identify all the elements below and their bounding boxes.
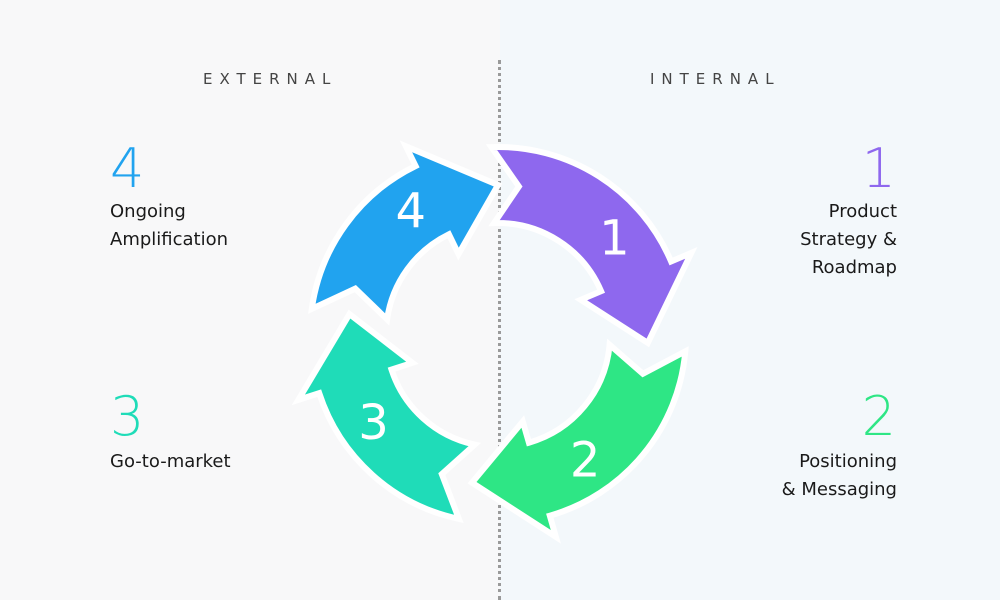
step-1-label: Product Strategy & Roadmap (800, 201, 897, 278)
arrow-step-1 (485, 144, 698, 348)
arrow-step-4 (308, 140, 503, 326)
arrow-step-2 (467, 338, 689, 544)
step-4-number: 4 (110, 137, 145, 200)
arrow-number-4: 4 (396, 184, 427, 240)
step-2-number: 2 (861, 385, 896, 448)
step-3-label: Go-to-market (110, 451, 231, 472)
external-label: EXTERNAL (203, 70, 338, 88)
step-3-number: 3 (110, 385, 145, 448)
arrow-number-3: 3 (358, 395, 389, 451)
arrow-number-1: 1 (599, 210, 630, 266)
dotted-divider (498, 60, 501, 600)
step-1-number: 1 (861, 137, 896, 200)
step-2-label: Positioning & Messaging (781, 451, 897, 500)
step-4-label: Ongoing Amplification (110, 201, 229, 250)
internal-label: INTERNAL (650, 70, 781, 88)
arrow-step-3 (291, 309, 482, 523)
arrow-number-2: 2 (570, 433, 601, 489)
